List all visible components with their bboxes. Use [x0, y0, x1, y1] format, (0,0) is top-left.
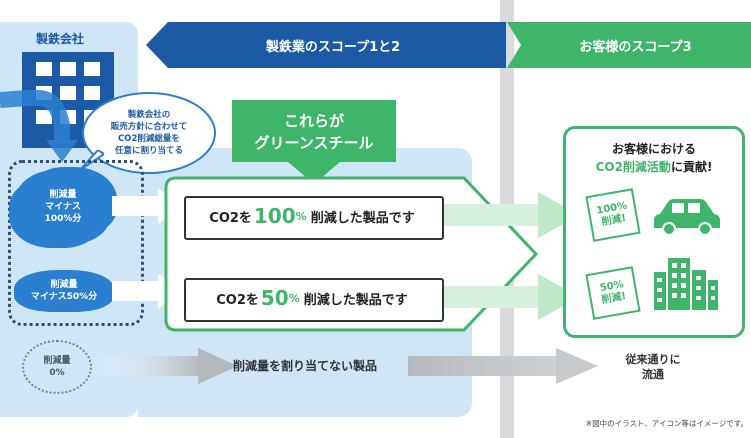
product-100-unit: %: [295, 209, 307, 223]
product-0-label: 削減量を割り当てない製品: [232, 359, 377, 373]
buildings-icon: [654, 258, 718, 310]
product-100-suffix: 削減した製品です: [310, 210, 415, 226]
badge-50-text: 50% 削減!: [599, 279, 628, 306]
cloud-50: 削減量 マイナス50%分: [14, 270, 114, 312]
product-50-suffix: 削減した製品です: [303, 292, 408, 308]
product-100-box: [184, 196, 444, 240]
company-title: 製鉄会社: [35, 32, 84, 46]
cloud-group-box: [8, 160, 144, 326]
badge-100-text: 100% 削減!: [595, 200, 629, 228]
customer-title-tail: に貢献!: [670, 160, 713, 174]
cloud-100-text: 削減量 マイナス 100%分: [44, 190, 82, 224]
product-50-pct: 50: [260, 286, 289, 310]
product-50-prefix: CO2を: [216, 292, 259, 308]
car-icon: [654, 199, 720, 236]
allocation-bubble-text: 製鉄会社の 販売方針に合わせて CO2削減総量を 任意に割り当てる: [110, 110, 188, 156]
cloud-0-text: 削減量 0%: [43, 356, 71, 378]
gray-arrow-left: [88, 348, 238, 384]
scope3-banner: [507, 22, 751, 68]
product-100-pct: 100: [253, 204, 296, 228]
allocation-arrow-icon: [0, 89, 78, 162]
fade-arrow-50: [420, 274, 580, 320]
footnote: ※図中のイラスト、アイコン等はイメージです。: [585, 419, 748, 428]
fade-arrow-100: [420, 192, 580, 238]
scope12-banner: [146, 22, 506, 68]
gray-arrow-right: [408, 348, 598, 384]
cloud-100: 削減量 マイナス 100%分: [15, 170, 111, 244]
badge-50: 50% 削減!: [585, 266, 641, 320]
green-steel-tab: [232, 100, 396, 184]
product-100-prefix: CO2を: [209, 210, 252, 226]
distribution-text: 従来通りに 流通: [625, 353, 681, 381]
customer-title-line1: お客様における: [611, 142, 696, 156]
customer-title-line2: CO2削減活動に貢献!: [563, 158, 745, 175]
scope12-title: 製鉄業のスコープ1と2: [265, 40, 401, 55]
product-50-box: [184, 278, 444, 322]
scope3-title: お客様のスコープ3: [579, 40, 692, 55]
product-50-label: CO2を 50 % 削減した製品です: [184, 278, 440, 318]
cloud-50-text: 削減量 マイナス50%分: [30, 280, 98, 302]
customer-title-highlight: CO2削減活動: [595, 160, 671, 174]
product-50-unit: %: [288, 291, 300, 305]
cloud-0: 削減量 0%: [22, 340, 92, 394]
badge-100: 100% 削減!: [585, 188, 641, 242]
product-100-label: CO2を 100 % 削減した製品です: [184, 196, 440, 236]
green-steel-label: これらが グリーンスチール: [254, 112, 374, 152]
